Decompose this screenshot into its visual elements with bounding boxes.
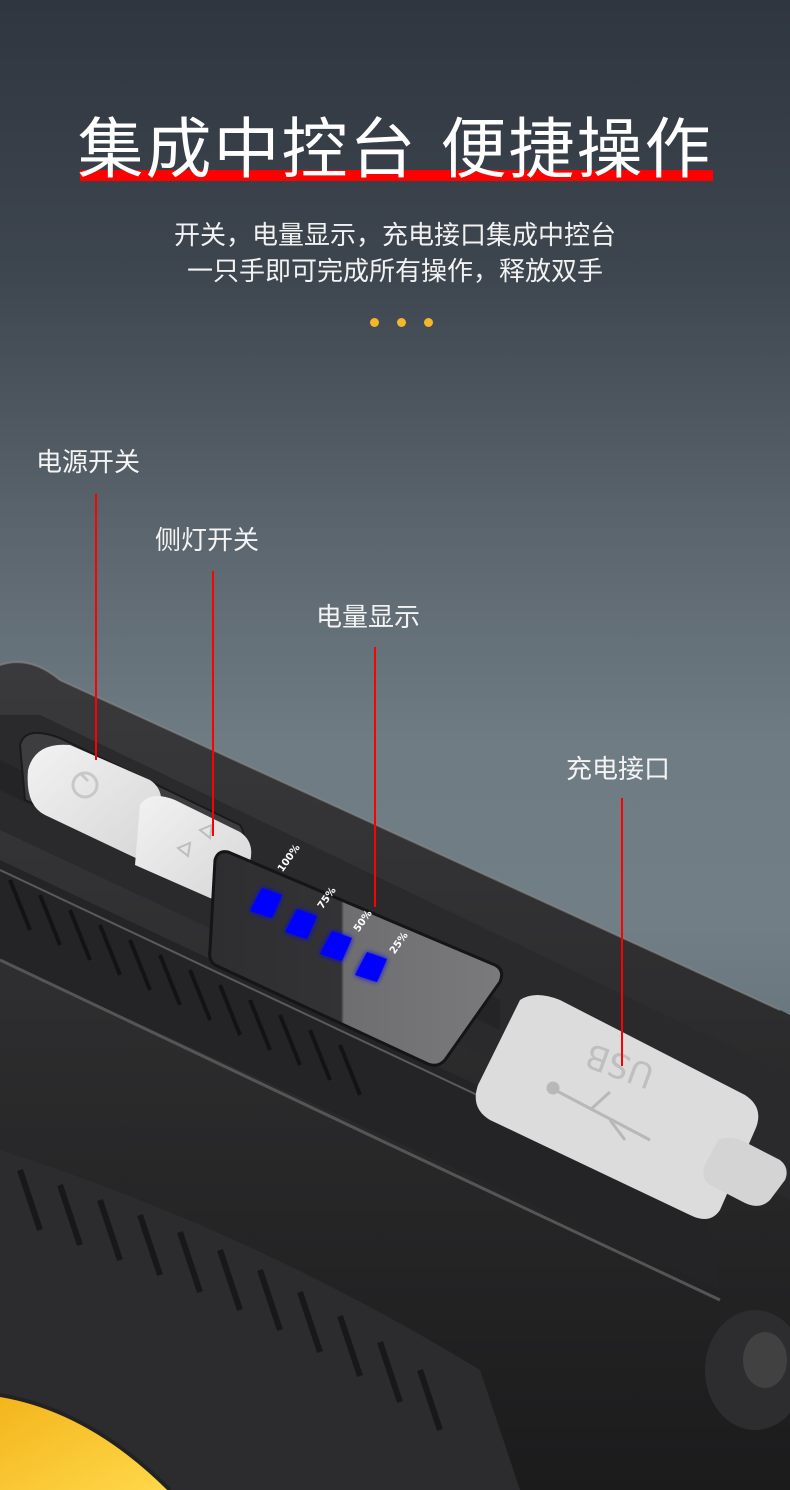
title-wrap: 集成中控台 便捷操作 xyxy=(0,112,790,188)
leader-line-charging-port xyxy=(621,798,623,1066)
subtitle-line-2: 一只手即可完成所有操作，释放双手 xyxy=(186,257,603,287)
dot-icon xyxy=(370,318,379,327)
callout-charging-port: 充电接口 xyxy=(566,755,671,785)
decorative-dots xyxy=(370,318,433,327)
dot-icon xyxy=(424,318,433,327)
title-underline-bar xyxy=(80,170,713,181)
subtitle-line-1: 开关，电量显示，充电接口集成中控台 xyxy=(173,221,616,251)
leader-line-power-switch xyxy=(95,494,97,760)
callout-battery-display: 电量显示 xyxy=(316,603,421,633)
callout-power-switch: 电源开关 xyxy=(36,448,141,478)
callout-side-light-switch: 侧灯开关 xyxy=(155,526,260,556)
dot-icon xyxy=(397,318,406,327)
leader-line-battery-display xyxy=(374,647,376,907)
leader-line-side-light-switch xyxy=(212,571,214,836)
page-title: 集成中控台 便捷操作 xyxy=(77,111,713,188)
subtitle: 开关，电量显示，充电接口集成中控台 一只手即可完成所有操作，释放双手 xyxy=(0,218,790,290)
